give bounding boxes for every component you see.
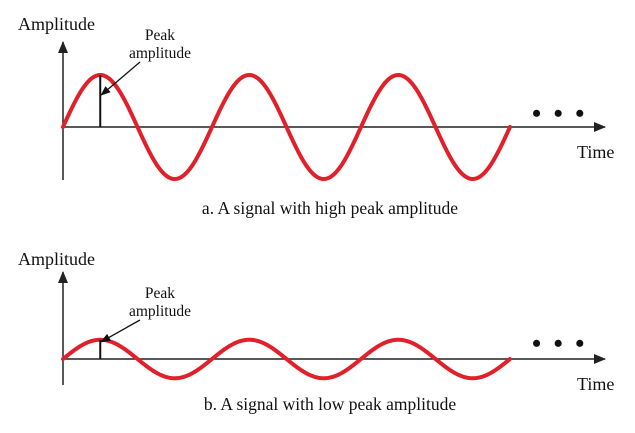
sine-wave-signal [61,337,512,381]
callout-arrow [100,61,141,96]
sine-wave-signal [61,72,512,182]
x-axis-label: Time [577,142,614,162]
callout-arrow [100,319,141,343]
panel-caption: b. A signal with low peak amplitude [204,394,456,414]
panel-high-amplitude: Amplitude Time Peak amplitude • • • a. A… [18,14,614,218]
callout-label-line1: Peak [145,27,175,44]
continuation-dots: • • • [532,329,587,358]
panel-caption: a. A signal with high peak amplitude [202,198,458,218]
panel-low-amplitude: Amplitude Time Peak amplitude • • • b. A… [18,249,614,414]
y-axis-label: Amplitude [18,14,95,34]
y-axis-label: Amplitude [18,249,95,269]
callout-label-line2: amplitude [129,303,191,320]
callout-label-line2: amplitude [129,45,191,62]
continuation-dots: • • • [532,99,587,128]
callout-label-line1: Peak [145,285,175,302]
x-axis-label: Time [577,374,614,394]
